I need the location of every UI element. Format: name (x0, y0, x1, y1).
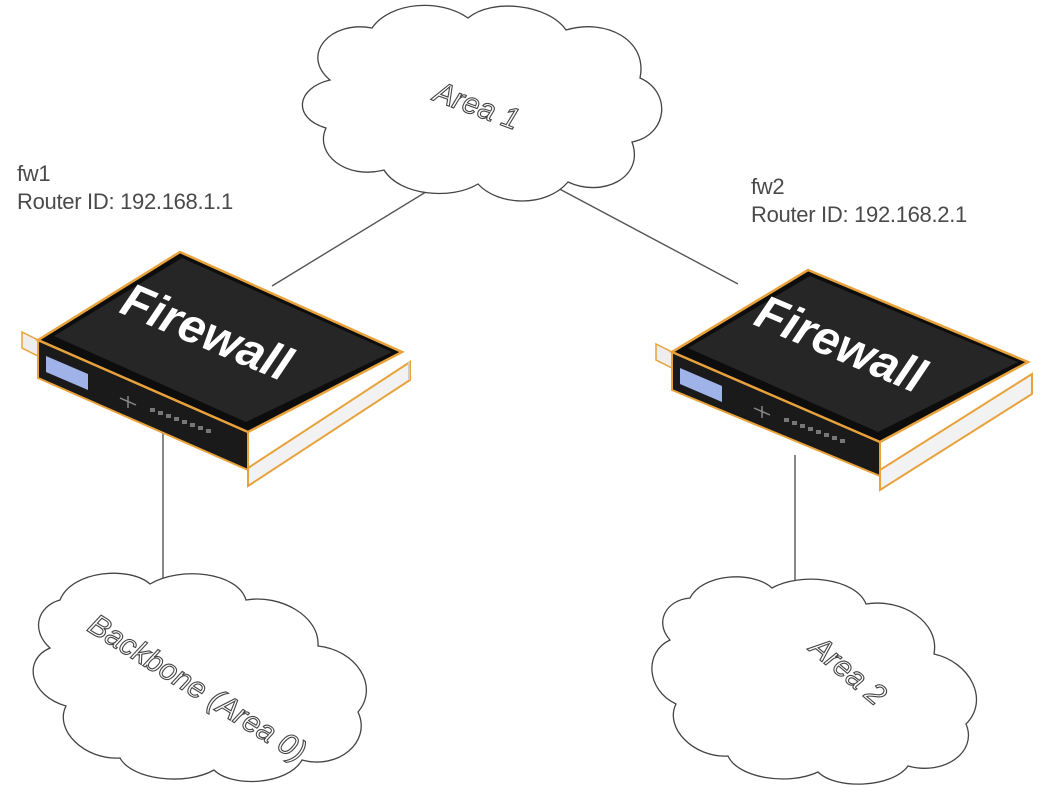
fw1-plus-icon (119, 396, 137, 408)
fw1-name: fw1 (17, 161, 51, 186)
area2-cloud: Area 2 (651, 576, 978, 785)
backbone-cloud: Backbone (Area 0) (32, 572, 368, 783)
area1-cloud: Area 1 (301, 4, 663, 202)
fw2-led-panel-icon (680, 368, 722, 402)
fw2-router-id: Router ID: 192.168.2.1 (751, 202, 967, 227)
fw2-device: Firewall (655, 268, 1033, 492)
fw2-plus-icon (753, 406, 771, 418)
fw1-ports-icon (150, 408, 211, 433)
fw2-ports-icon (784, 418, 845, 443)
fw1-router-id: Router ID: 192.168.1.1 (17, 189, 233, 214)
fw1-info: fw1 Router ID: 192.168.1.1 (17, 160, 233, 216)
fw1-device: Firewall (21, 250, 411, 488)
fw1-led-panel-icon (46, 356, 88, 390)
fw2-info: fw2 Router ID: 192.168.2.1 (751, 173, 967, 229)
fw2-name: fw2 (751, 174, 785, 199)
